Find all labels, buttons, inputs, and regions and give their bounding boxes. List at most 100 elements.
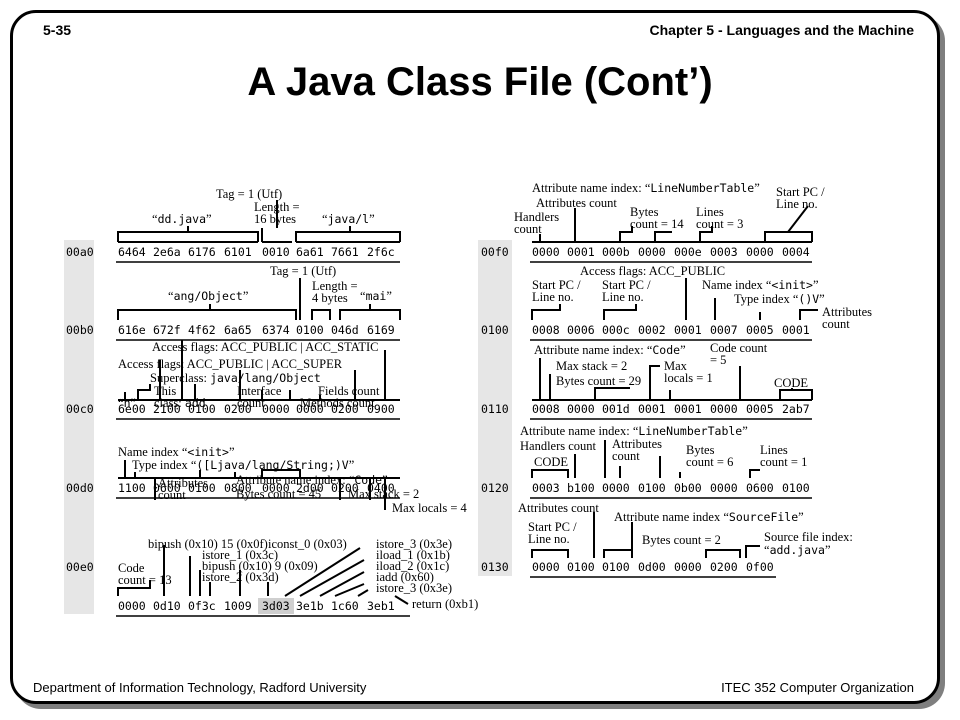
hex-word: 0400 [367,481,395,495]
hex-word: 2f6c [367,245,395,259]
label-sourcefile-name-index: Attribute name index “SourceFile” [614,510,804,524]
hex-word: 0f3c [188,599,216,613]
hex-word: 0000 [532,560,560,574]
hex-word: 7661 [331,245,359,259]
hex-word: 3d03 [262,599,290,613]
label-code-count: Code count [710,341,768,355]
label-lines-r120: Lines [760,443,788,457]
label-line-no: Line no. [776,197,818,211]
row-underlines [116,261,812,617]
addr-0100: 0100 [481,323,509,337]
hex-word: 0000 [674,560,702,574]
label-lnt-name-index: Attribute name index: “LineNumberTable” [532,181,760,195]
op-istore-2: istore_2 (0x3d) [202,570,279,584]
label-attributes-count-r120: count [612,449,640,463]
right-address-column [478,240,512,576]
hex-word: 0003 [710,245,738,259]
hex-word: 0007 [710,323,738,337]
label-line-no-r130: Line no. [528,532,570,546]
label-4-bytes: 4 bytes [312,291,348,305]
hex-word: 0000 [602,481,630,495]
hex-word: 3e1b [296,599,324,613]
hex-word: 0000 [532,245,560,259]
op-iconst-0: iconst_0 (0x03) [268,537,347,551]
addr-0130: 0130 [481,560,509,574]
label-handlers-count: count [514,222,542,236]
label-bytes-r120: Bytes [686,443,715,457]
hex-word: 6101 [224,245,252,259]
label-bytes-count-2: Bytes count = 2 [642,533,721,547]
label-add-java: “add.java” [764,543,831,557]
label-attr-name-code-r: Attribute name index: “Code” [534,343,686,357]
addr-0110: 0110 [481,402,509,416]
hex-row-0130: 0000 0100 0100 0d00 0000 0200 0f00 [532,560,774,574]
hex-word: 0001 [638,402,666,416]
addr-00d0: 00d0 [66,481,94,495]
hex-row-00b0: 616e 672f 4f62 6a65 6374 0100 046d 6169 [118,323,395,337]
hex-word: 0000 [567,402,595,416]
hex-word: 0010 [262,245,290,259]
label-code-r110: CODE [774,376,808,390]
label-class-add: class: add [154,396,206,410]
label-start-pc-a: Start PC / [532,278,581,292]
hex-word: 0100 [782,481,810,495]
hex-word: 6a65 [224,323,252,337]
hex-word: 0100 [567,560,595,574]
label-lines: Lines [696,205,724,219]
label-max-stack-2-r: Max stack = 2 [556,359,627,373]
label-bytes-f0: Bytes [630,205,659,219]
label-this: This [154,384,176,398]
addr-00b0: 00b0 [66,323,94,337]
label-start-pc-b: Start PC / [602,278,651,292]
label-handlers-count-r120: Handlers count [520,439,597,453]
label-line-no-b: Line no. [602,290,644,304]
hex-word: 2ab7 [782,402,810,416]
left-address-column [64,240,94,614]
label-dd-java: “dd.java” [152,212,212,226]
label-code-r120: CODE [534,455,568,469]
op-iadd: iadd (0x60) [376,570,434,584]
hex-word: 0000 [638,245,666,259]
label-handlers: Handlers [514,210,559,224]
label-attributes-count-f0: Attributes count [536,196,617,210]
hex-word: 0200 [224,402,252,416]
hex-word: 0900 [367,402,395,416]
label-bytes-count-6: count = 6 [686,455,733,469]
label-attributes-count: count [158,488,186,502]
label-lines-count-3: count = 3 [696,217,743,231]
hex-word: 2d00 [296,481,324,495]
op-bipush-15: bipush (0x10) 15 (0x0f) [148,537,268,551]
hex-word: 0000 [262,402,290,416]
label-access-public-0100: Access flags: ACC_PUBLIC [580,264,725,278]
label-interface: Interface [237,384,282,398]
label-type-index-v: Type index “()V” [734,292,825,306]
hex-word: 6176 [188,245,216,259]
hex-word: 0002 [638,323,666,337]
label-ang-object: “ang/Object” [168,289,248,303]
hex-word: 0005 [746,402,774,416]
op-iload-2: iload_2 (0x1c) [376,559,449,573]
hex-word: 0100 [188,402,216,416]
label-lnt-name-index-r120: Attribute name index: “LineNumberTable” [520,424,748,438]
slide-title: A Java Class File (Cont’) [247,60,713,104]
hex-word: 0100 [296,323,324,337]
label-start-pc-r130: Start PC / [528,520,577,534]
label-attributes-count-r130: Attributes count [518,501,599,515]
label-type-index-main: Type index “([Ljava/lang/String;)V” [132,458,354,472]
slide-number: 5-35 [43,22,72,38]
hex-row-0100: 0008 0006 000c 0002 0001 0007 0005 0001 [532,323,810,337]
footer-course: ITEC 352 Computer Organization [721,680,914,695]
label-access-public-static: Access flags: ACC_PUBLIC | ACC_STATIC [152,340,379,354]
hex-word: b100 [567,481,595,495]
addr-00a0: 00a0 [66,245,94,259]
hex-word: 0001 [782,323,810,337]
op-istore-3b: istore_3 (0x3e) [376,581,452,595]
hex-row-0120: 0003 b100 0000 0100 0b00 0000 0600 0100 [532,481,810,495]
hex-word: 0000 [710,481,738,495]
highlight-3d03 [258,598,294,614]
hex-word: 046d [331,323,359,337]
hex-word: 0100 [188,481,216,495]
hex-word: 0001 [674,323,702,337]
label-line-no-a: Line no. [532,290,574,304]
